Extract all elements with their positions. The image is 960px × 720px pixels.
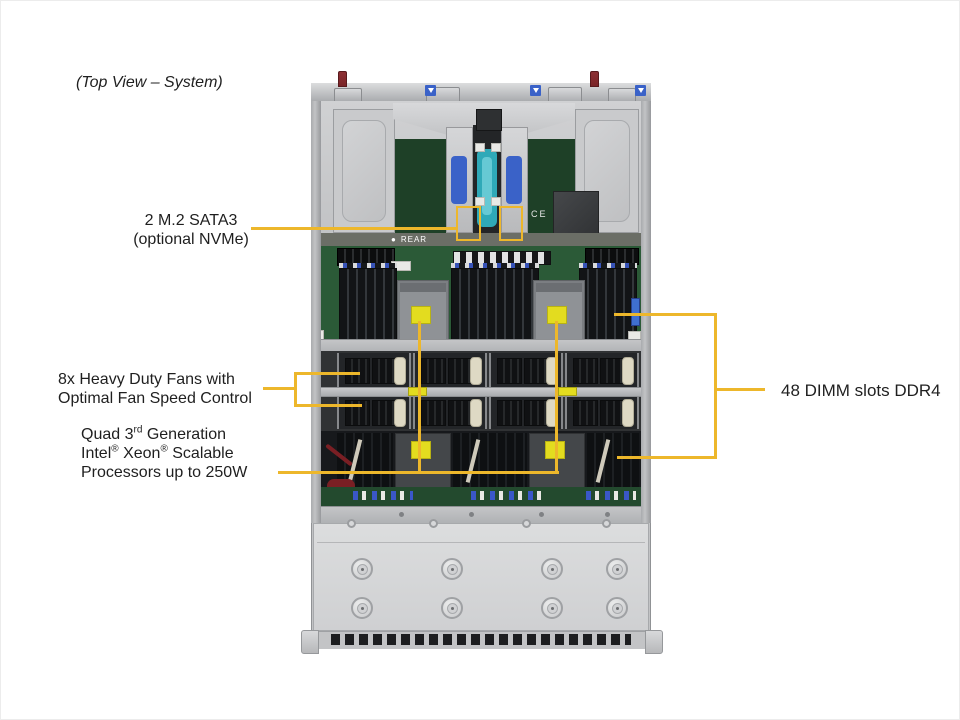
fan-module-2 xyxy=(413,353,487,387)
latch-button xyxy=(351,597,373,619)
warning-sticker-icon xyxy=(425,85,436,96)
rear-marking-text: REAR xyxy=(400,235,428,244)
chassis-wall-left xyxy=(311,101,321,523)
fan-module-6 xyxy=(413,395,487,429)
warning-sticker-icon xyxy=(530,85,541,96)
m2-highlight-box-1 xyxy=(456,206,481,241)
vent-slots xyxy=(331,634,631,645)
blue-label-sticker xyxy=(451,156,467,204)
fans-label-line2: Optimal Fan Speed Control xyxy=(58,390,252,407)
fans-callout-arm-top xyxy=(294,372,360,375)
component-row xyxy=(353,491,413,500)
screw-hole-icon xyxy=(347,519,356,528)
rear-marking-strip: ● REAR xyxy=(321,233,641,246)
latch-button xyxy=(351,558,373,580)
fan-crossbar xyxy=(321,387,641,397)
pcb-patch xyxy=(395,139,447,235)
crossbar-sticker xyxy=(558,387,577,396)
dimm-bank-upper-center xyxy=(451,268,539,348)
cable-connector xyxy=(475,143,485,152)
fans-callout-stub xyxy=(263,387,295,390)
cable-connector xyxy=(475,197,485,206)
fan-module-4 xyxy=(565,353,639,387)
cpu-label-line1: Quad 3rd Generation xyxy=(81,424,226,443)
screw-icon xyxy=(469,512,474,517)
rack-ear-right xyxy=(645,630,663,654)
cpu-callout-riser-right xyxy=(555,321,558,474)
m2-callout-line xyxy=(251,227,457,230)
fans-label-line1: 8x Heavy Duty Fans with xyxy=(58,371,235,388)
thumbscrew-icon xyxy=(590,71,599,87)
dimm-bank-upper-left xyxy=(339,268,397,348)
warning-sticker-icon xyxy=(635,85,646,96)
m2-label-line2: (optional NVMe) xyxy=(133,231,249,248)
callout-label-m2: 2 M.2 SATA3 (optional NVMe) xyxy=(116,211,266,249)
cpu-label-line2: Intel® Xeon® Scalable xyxy=(81,443,234,462)
dimm-callout-arm-mid xyxy=(714,388,765,391)
dimm-bank-upper-right xyxy=(579,268,637,348)
cpu-sticker xyxy=(411,306,431,324)
dimm-bank-lower-right xyxy=(587,433,639,489)
fan-module-5 xyxy=(337,395,411,429)
rear-dot-icon: ● xyxy=(391,235,397,244)
dimm-clips xyxy=(579,263,637,268)
component-row xyxy=(471,491,541,500)
screw-icon xyxy=(399,512,404,517)
m2-label-line1: 2 M.2 SATA3 xyxy=(144,212,238,229)
cpu-label-line3: Processors up to 250W xyxy=(81,464,248,481)
m2-bracket-left xyxy=(446,127,473,233)
fans-callout-bracket xyxy=(294,372,297,407)
dimm-clips xyxy=(451,263,539,268)
fan-module-7 xyxy=(489,395,563,429)
fan-module-1 xyxy=(337,353,411,387)
latch-button xyxy=(441,558,463,580)
callout-label-fans: 8x Heavy Duty Fans with Optimal Fan Spee… xyxy=(58,370,252,408)
chassis-wall-right xyxy=(641,101,651,523)
cpu-callout-riser-left xyxy=(418,321,421,474)
dimm-callout-arm-top xyxy=(614,313,717,316)
heatsink xyxy=(553,191,599,239)
chassis-rear-rail xyxy=(311,83,651,102)
vga-port-right xyxy=(631,298,640,326)
dimm-callout-bracket xyxy=(714,313,717,459)
sata-cable-core xyxy=(482,157,492,215)
ce-marking: CE xyxy=(531,209,548,219)
power-connector-block xyxy=(585,248,639,265)
callout-label-dimm: 48 DIMM slots DDR4 xyxy=(781,381,941,400)
cable-connector xyxy=(491,143,501,152)
riser-bay-left xyxy=(333,109,395,233)
rack-ear-left xyxy=(301,630,319,654)
cable-connector xyxy=(491,197,501,206)
blue-label-sticker xyxy=(506,156,522,204)
screw-hole-icon xyxy=(429,519,438,528)
fan-module-8 xyxy=(565,395,639,429)
screw-hole-icon xyxy=(522,519,531,528)
dimm-bank-lower-center xyxy=(453,433,527,489)
latch-button xyxy=(541,597,563,619)
m2-highlight-box-2 xyxy=(499,206,523,241)
screw-icon xyxy=(605,512,610,517)
component-row xyxy=(586,491,636,500)
rear-connector xyxy=(476,109,502,131)
latch-button xyxy=(541,558,563,580)
callout-label-cpu: Quad 3rd Generation Intel® Xeon® Scalabl… xyxy=(81,425,247,482)
dimm-callout-arm-bottom xyxy=(617,456,717,459)
latch-button xyxy=(606,597,628,619)
latch-button xyxy=(441,597,463,619)
cover-seam xyxy=(317,542,645,543)
fan-module-3 xyxy=(489,353,563,387)
dimm-clips xyxy=(339,263,397,268)
thumbscrew-icon xyxy=(338,71,347,87)
fans-callout-arm-bottom xyxy=(294,404,362,407)
screw-icon xyxy=(539,512,544,517)
screw-hole-icon xyxy=(602,519,611,528)
crossbar-sticker xyxy=(408,387,427,396)
latch-button xyxy=(606,558,628,580)
diagram-title: (Top View – System) xyxy=(76,74,223,91)
cpu-sticker xyxy=(411,441,431,459)
